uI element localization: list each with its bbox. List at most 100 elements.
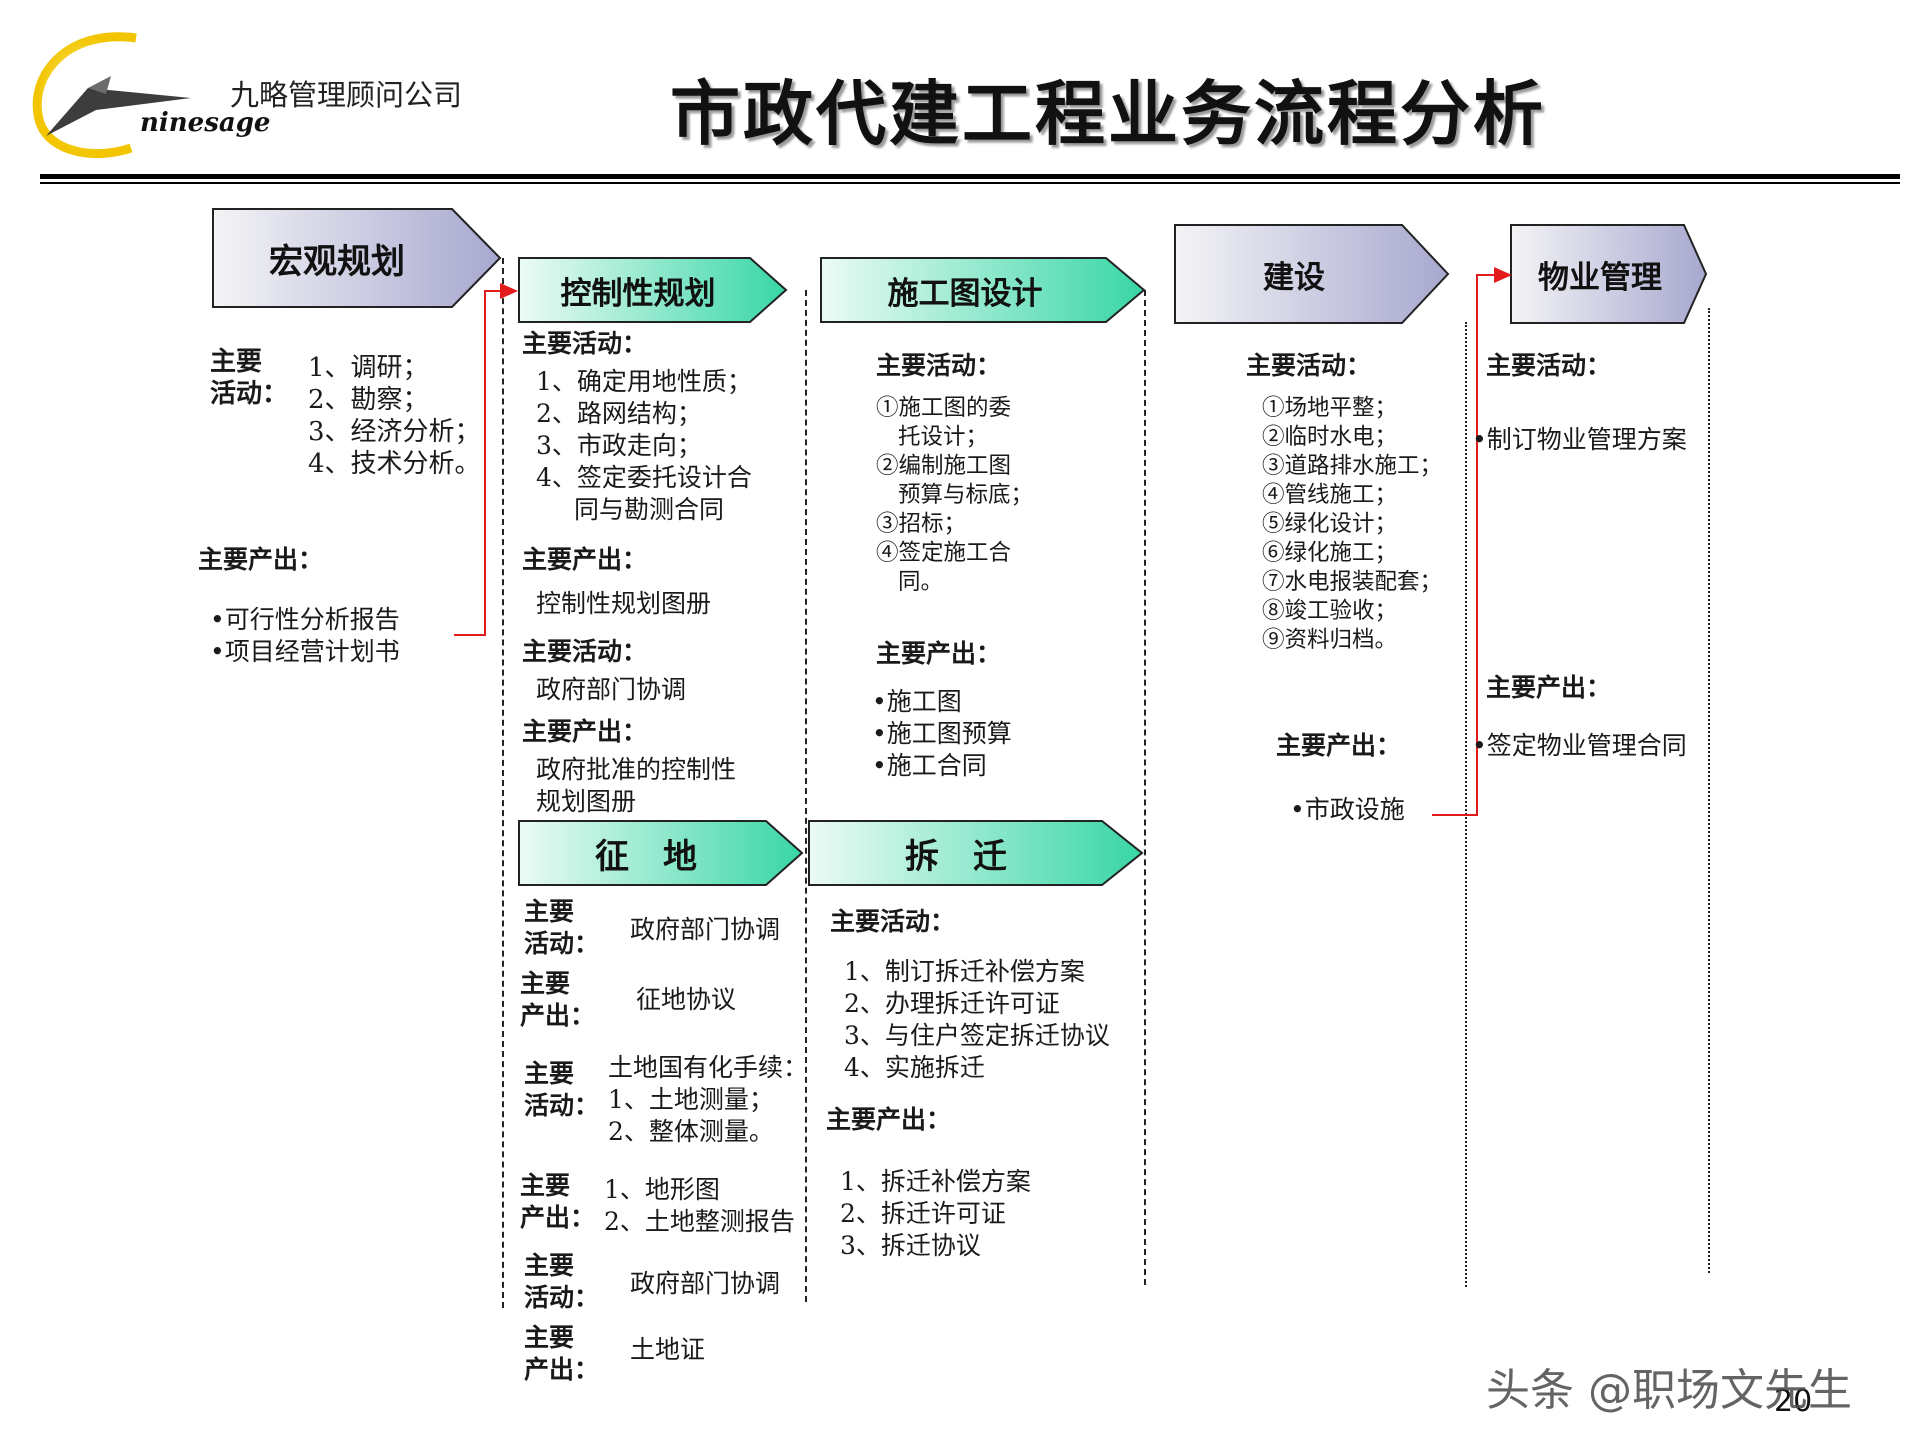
list-item: •施工图预算 [872, 719, 1012, 748]
list-item: 4、实施拆迁 [844, 1053, 985, 1082]
page-number: 20 [1774, 1384, 1813, 1419]
list-item: 托设计； [898, 424, 989, 450]
label-line: 主要 [524, 1251, 575, 1280]
label-line: 主要 [520, 1171, 571, 1200]
property-output: •签定物业管理合同 [1472, 731, 1687, 760]
land-label-1: 主要 活动： [524, 896, 599, 960]
property-output-label: 主要产出： [1486, 673, 1612, 702]
control-output: 控制性规划图册 [536, 589, 712, 618]
control-activity-list: 1、确定用地性质； 2、路网结构； 3、市政走向； 4、签定委托设计合 同与勘测… [536, 366, 752, 526]
list-item: 2、办理拆迁许可证 [844, 989, 1060, 1018]
land-label-6: 主要 产出： [524, 1322, 599, 1386]
connector-line [1476, 274, 1478, 816]
list-item: 3、市政走向； [536, 431, 702, 460]
land-label-2: 主要 产出： [520, 968, 595, 1032]
list-item: ⑦水电报装配套； [1262, 569, 1443, 595]
list-item: 1、地形图 [604, 1175, 720, 1204]
label-line: 活动： [210, 379, 289, 409]
list-item: ④管线施工； [1262, 482, 1398, 508]
list-item: ④签定施工合 [876, 540, 1012, 566]
stage-title-design: 施工图设计 [887, 275, 1043, 312]
stage-title-macro: 宏观规划 [269, 241, 405, 282]
build-output: •市政设施 [1290, 795, 1405, 824]
connector-line [484, 290, 486, 636]
list-item: 预算与标底； [898, 482, 1034, 508]
connector-build-to-property [1432, 814, 1478, 816]
list-item: ③道路排水施工； [1262, 453, 1443, 479]
label-line: 主要 [520, 969, 571, 998]
list-item: 3、经济分析； [308, 417, 481, 447]
header-rule-thin [40, 182, 1900, 184]
land-label-4: 主要 产出： [520, 1170, 595, 1234]
land-text-3: 土地国有化手续： 1、土地测量； 2、整体测量。 [608, 1052, 808, 1148]
list-item: ⑥绿化施工； [1262, 540, 1398, 566]
list-item: ①场地平整； [1262, 395, 1398, 421]
stage-title-land: 征 地 [595, 836, 697, 877]
stage-header-land: 征 地 [518, 820, 804, 886]
separator-3 [1144, 290, 1146, 1285]
list-item: •项目经营计划书 [210, 637, 400, 666]
list-item: 1、制订拆迁补偿方案 [844, 957, 1085, 986]
list-item: 2、拆迁许可证 [840, 1199, 1006, 1228]
list-item: ②临时水电； [1262, 424, 1398, 450]
stage-title-demolish: 拆 迁 [905, 836, 1007, 877]
list-item: •施工图 [872, 687, 962, 716]
separator-5 [1708, 308, 1710, 1273]
list-item: 2、整体测量。 [608, 1117, 774, 1146]
connector-line [1476, 274, 1496, 276]
stage-title-build: 建设 [1263, 259, 1325, 296]
label-line: 活动： [524, 1091, 600, 1120]
list-item: 2、勘察； [308, 385, 429, 415]
list-item: ⑨资料归档。 [1262, 627, 1398, 653]
label-line: 产出： [520, 1001, 596, 1030]
label-line: 产出： [524, 1355, 600, 1384]
list-item: ⑤绿化设计； [1262, 511, 1398, 537]
land-label-5: 主要 活动： [524, 1250, 599, 1314]
macro-activity-list: 1、调研； 2、勘察； 3、经济分析； 4、技术分析。 [308, 352, 481, 480]
stage-header-design: 施工图设计 [820, 257, 1146, 323]
list-item: ①施工图的委 [876, 395, 1012, 421]
land-text-6: 土地证 [630, 1335, 706, 1364]
label-line: 主要 [524, 897, 575, 926]
list-item: ②编制施工图 [876, 453, 1012, 479]
control-activity-label: 主要活动： [522, 329, 648, 358]
macro-output-label: 主要产出： [198, 545, 324, 574]
list-item: 1、调研； [308, 353, 429, 383]
build-activity-label: 主要活动： [1246, 351, 1372, 380]
list-item: 同。 [898, 569, 944, 595]
list-item: 2、路网结构； [536, 399, 702, 428]
land-text-4: 1、地形图 2、土地整测报告 [604, 1174, 795, 1238]
company-name: 九略管理顾问公司 [230, 78, 463, 112]
build-activity-list: ①场地平整； ②临时水电； ③道路排水施工； ④管线施工； ⑤绿化设计； ⑥绿化… [1262, 394, 1442, 655]
connector-arrowhead-property [1494, 267, 1512, 283]
control-output-label-2: 主要产出： [522, 717, 648, 746]
list-item: 4、技术分析。 [308, 449, 481, 479]
label-line: 主要 [210, 347, 263, 377]
company-logo [26, 28, 266, 163]
demolish-output-label: 主要产出： [826, 1105, 952, 1134]
list-item: •可行性分析报告 [210, 605, 400, 634]
design-output-label: 主要产出： [876, 639, 1002, 668]
design-activity-list: ①施工图的委 托设计； ②编制施工图 预算与标底； ③招标； ④签定施工合 同。 [876, 394, 1033, 597]
stage-header-property: 物业管理 [1510, 224, 1708, 324]
macro-activity-label: 主要 活动： [210, 346, 288, 410]
property-activity: •制订物业管理方案 [1472, 425, 1687, 454]
land-text-2: 征地协议 [636, 985, 737, 1014]
design-output-list: •施工图 •施工图预算 •施工合同 [872, 686, 1012, 782]
control-activity-2: 政府部门协调 [536, 675, 687, 704]
stage-header-build: 建设 [1174, 224, 1450, 324]
build-output-label: 主要产出： [1276, 731, 1402, 760]
list-item: 3、与住户签定拆迁协议 [844, 1021, 1110, 1050]
macro-output-list: •可行性分析报告 •项目经营计划书 [210, 604, 400, 668]
separator-1 [502, 258, 504, 1308]
label-line: 活动： [524, 1283, 600, 1312]
property-activity-label: 主要活动： [1486, 351, 1612, 380]
connector-line [484, 290, 504, 292]
header-rule [40, 174, 1900, 179]
control-output-2: 政府批准的控制性 规划图册 [536, 754, 736, 818]
label-line: 活动： [524, 929, 600, 958]
brand-name: ninesage [140, 108, 271, 138]
watermark: 头条 @职场文先生 [1486, 1365, 1852, 1416]
label-line: 产出： [520, 1203, 596, 1232]
list-item: 1、确定用地性质； [536, 367, 752, 396]
